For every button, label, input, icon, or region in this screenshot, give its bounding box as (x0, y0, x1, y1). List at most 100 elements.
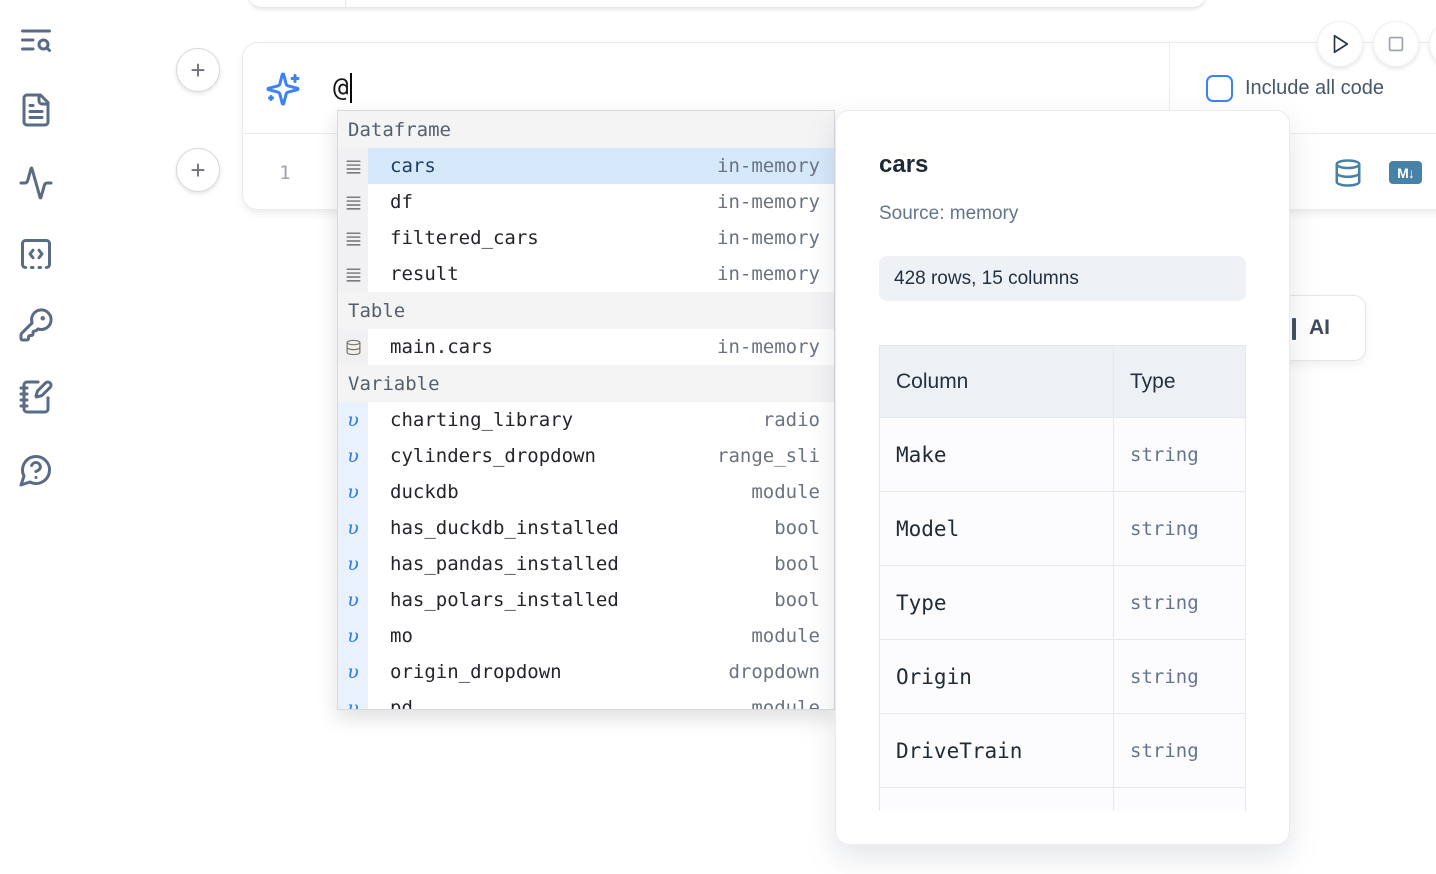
dataframe-icon (338, 256, 368, 292)
completion-label: has_duckdb_installed (390, 517, 619, 539)
file-text-icon[interactable] (18, 92, 54, 128)
preview-shape-badge: 428 rows, 15 columns (879, 256, 1246, 301)
left-sidebar (0, 0, 70, 874)
variable-icon: υ (338, 474, 368, 510)
completion-item-filtered-cars[interactable]: filtered_cars in-memory (338, 220, 834, 256)
run-cell-button[interactable] (1318, 22, 1362, 66)
schema-row-origin: Origin string (880, 640, 1245, 714)
previous-cell-edge (248, 0, 1206, 8)
completion-detail: module (751, 625, 820, 647)
add-cell-below-button[interactable]: + (176, 148, 220, 192)
completion-label: origin_dropdown (390, 661, 562, 683)
key-icon[interactable] (18, 307, 54, 343)
completion-label: mo (390, 625, 413, 647)
scratchpad-notebook-icon[interactable] (18, 379, 54, 415)
completion-label: has_pandas_installed (390, 553, 619, 575)
stop-button[interactable] (1374, 22, 1418, 66)
sparkles-icon (265, 71, 301, 107)
completion-label: duckdb (390, 481, 459, 503)
autocomplete-popup: Dataframe cars in-memory df in-memory filt… (337, 110, 835, 710)
completion-item-mo[interactable]: υ mo module (338, 618, 834, 654)
activity-icon[interactable] (18, 165, 54, 201)
completion-detail: range_sli (717, 445, 820, 467)
help-chat-icon[interactable] (18, 452, 54, 488)
preview-source: Source: memory (879, 203, 1019, 224)
column-name: Origin (880, 640, 1114, 713)
completion-detail: in-memory (717, 191, 820, 213)
completion-item-has-polars-installed[interactable]: υ has_polars_installed bool (338, 582, 834, 618)
dataframe-icon (338, 184, 368, 220)
schema-row-drivetrain: DriveTrain string (880, 714, 1245, 788)
column-type: string (1130, 591, 1199, 614)
database-convert-icon[interactable] (1333, 158, 1363, 188)
completion-label: df (390, 191, 413, 213)
completion-item-result[interactable]: result in-memory (338, 256, 834, 292)
variable-icon: υ (338, 582, 368, 618)
completion-label: filtered_cars (390, 227, 539, 249)
variable-icon: υ (338, 618, 368, 654)
column-type: string (1130, 443, 1199, 466)
list-search-icon[interactable] (18, 22, 54, 58)
completion-detail: bool (774, 589, 820, 611)
ai-prompt-input[interactable]: @ (333, 43, 352, 133)
column-type: string (1130, 739, 1199, 762)
completion-section-header: Variable (338, 365, 834, 402)
dataframe-preview-card: cars Source: memory 428 rows, 15 columns… (835, 110, 1290, 845)
completion-detail: radio (762, 409, 820, 431)
completion-detail: in-memory (717, 155, 820, 177)
column-name: Model (880, 492, 1114, 565)
type-header: Type (1130, 369, 1176, 393)
completion-detail: bool (774, 517, 820, 539)
schema-row-clipped (880, 788, 1245, 811)
completion-detail: bool (774, 553, 820, 575)
column-name: DriveTrain (880, 714, 1114, 787)
completion-label: result (390, 263, 459, 285)
cell-action-icons: M↓ (1333, 134, 1422, 211)
column-type: string (1130, 665, 1199, 688)
dataframe-icon (338, 220, 368, 256)
completion-label: pd (390, 697, 413, 710)
completion-label: cars (390, 155, 436, 177)
variable-icon: υ (338, 654, 368, 690)
include-all-code-checkbox[interactable] (1206, 75, 1233, 102)
column-type: string (1130, 517, 1199, 540)
preview-title: cars (879, 151, 929, 178)
variable-icon: υ (338, 438, 368, 474)
markdown-convert-icon[interactable]: M↓ (1389, 161, 1422, 184)
completion-section-header: Table (338, 292, 834, 329)
column-name: Make (880, 418, 1114, 491)
completion-label: has_polars_installed (390, 589, 619, 611)
cell-edge-divider (345, 0, 346, 8)
completion-item-df[interactable]: df in-memory (338, 184, 834, 220)
schema-row-type: Type string (880, 566, 1245, 640)
table-database-icon (338, 329, 368, 365)
more-actions-button[interactable] (1430, 22, 1436, 66)
completion-detail: in-memory (717, 263, 820, 285)
hidden-label-fragment (1292, 318, 1296, 340)
include-all-code-option[interactable]: Include all code (1206, 75, 1384, 102)
completion-section-header: Dataframe (338, 111, 834, 148)
ai-prompt-text: @ (333, 73, 349, 103)
completion-item-cars[interactable]: cars in-memory (338, 148, 834, 184)
stop-square-icon (1388, 36, 1404, 52)
schema-row-model: Model string (880, 492, 1245, 566)
play-icon (1333, 34, 1349, 54)
variable-icon: υ (338, 510, 368, 546)
completion-detail: in-memory (717, 336, 820, 358)
completion-label: charting_library (390, 409, 574, 431)
snippets-code-icon[interactable] (18, 236, 54, 272)
add-cell-above-button[interactable]: + (176, 48, 220, 92)
completion-item-has-duckdb-installed[interactable]: υ has_duckdb_installed bool (338, 510, 834, 546)
column-name: Type (880, 566, 1114, 639)
variable-icon: υ (338, 690, 368, 709)
completion-detail: in-memory (717, 227, 820, 249)
schema-header-row: Column Type (880, 346, 1245, 418)
